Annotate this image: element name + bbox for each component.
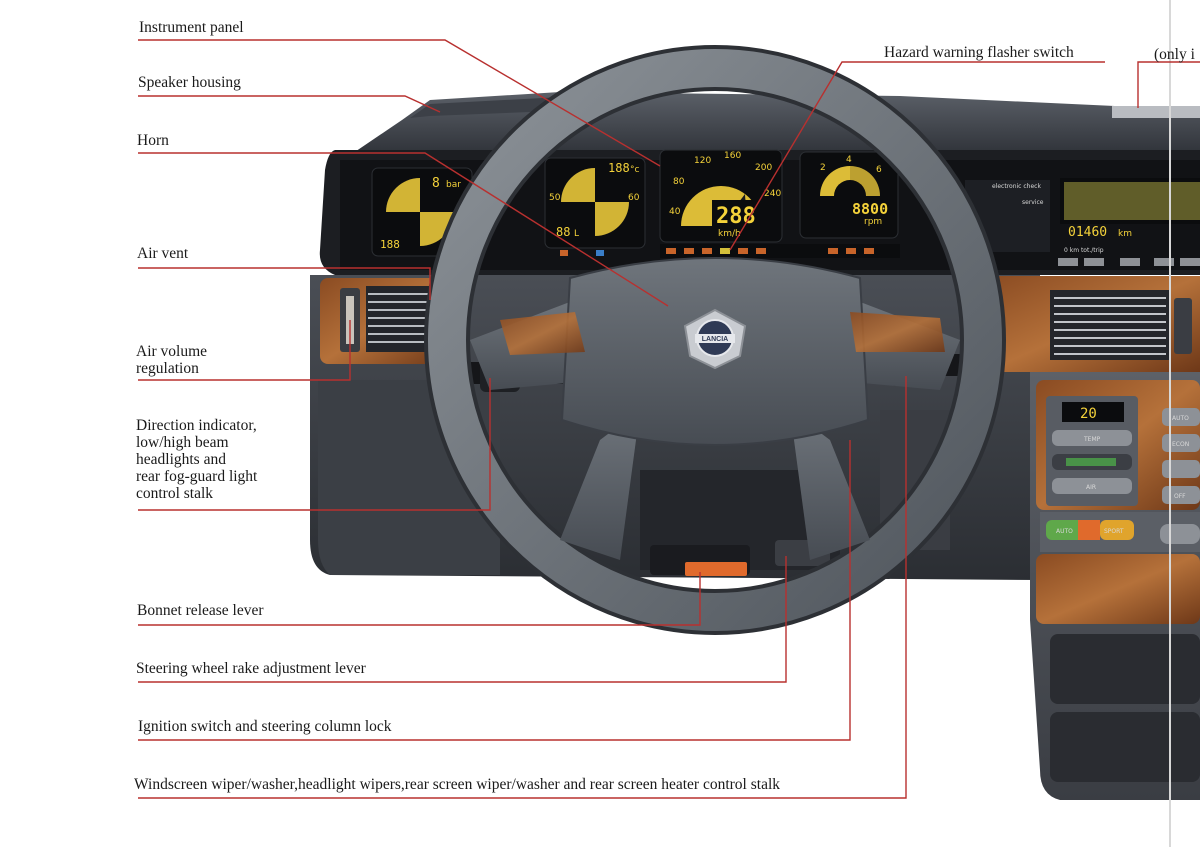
svg-text:8800: 8800 [852, 200, 888, 218]
label-air-volume-regulation: Air volume regulation [136, 343, 208, 377]
steering-wheel: LANCIA [424, 45, 1006, 635]
leader-speaker-housing [138, 95, 441, 113]
svg-text:rpm: rpm [864, 217, 882, 227]
svg-text:4: 4 [846, 155, 852, 165]
svg-text:service: service [1022, 199, 1044, 206]
svg-text:km: km [1118, 229, 1132, 239]
leader-direction-stalk [138, 378, 491, 511]
leader-wiper [138, 376, 907, 799]
svg-text:8: 8 [432, 176, 440, 191]
svg-text:288: 288 [716, 204, 756, 229]
leader-air-vent [138, 267, 431, 300]
center-console: 20 TEMP AIR AUTO ECON OFF AUTO SPORT [1030, 372, 1200, 800]
svg-text:ECON: ECON [1172, 441, 1189, 448]
leader-ignition [138, 440, 851, 741]
svg-text:km/h: km/h [718, 229, 741, 239]
svg-text:AUTO: AUTO [1172, 415, 1189, 422]
label-only-truncated: (only i [1154, 46, 1195, 63]
leader-air-volume [138, 320, 351, 381]
label-bonnet-release: Bonnet release lever [137, 602, 264, 619]
svg-text:40: 40 [669, 207, 681, 217]
leader-only [1137, 61, 1200, 108]
svg-text:188: 188 [608, 161, 630, 175]
lancia-badge: LANCIA [683, 308, 747, 370]
svg-text:6: 6 [876, 165, 882, 175]
svg-text:TEMP: TEMP [1083, 436, 1101, 443]
svg-text:88: 88 [556, 225, 570, 239]
right-air-vent [985, 276, 1200, 372]
hazard-switch-housing [1112, 106, 1200, 118]
label-wiper-stalk: Windscreen wiper/washer,headlight wipers… [134, 776, 781, 793]
leader-horn [138, 152, 669, 307]
svg-text:bar: bar [446, 180, 461, 190]
label-instrument-panel: Instrument panel [139, 19, 244, 36]
tachometer: 2 4 6 8800 rpm [799, 151, 899, 239]
svg-text:OFF: OFF [1174, 493, 1186, 500]
label-air-vent: Air vent [137, 245, 189, 262]
label-hazard-switch: Hazard warning flasher switch [884, 44, 1074, 61]
speedometer: 40 80 120 160 200 240 288 km/h [659, 149, 783, 243]
svg-text:80: 80 [673, 177, 685, 187]
check-panel: electronic check service 01460 km 0 km t… [965, 178, 1200, 266]
svg-text:LANCIA: LANCIA [702, 336, 728, 343]
leader-hazard [729, 61, 1105, 251]
leader-bonnet [138, 572, 701, 626]
svg-text:60: 60 [628, 193, 640, 203]
svg-text:0 km tot./trip: 0 km tot./trip [1064, 247, 1104, 254]
label-ignition-switch: Ignition switch and steering column lock [138, 718, 392, 735]
svg-text:AUTO: AUTO [1056, 528, 1073, 535]
svg-text:120: 120 [694, 156, 711, 166]
svg-text:20: 20 [1080, 406, 1097, 422]
svg-text:2: 2 [820, 163, 826, 173]
leader-rake [138, 556, 787, 683]
svg-text:°c: °c [630, 165, 640, 175]
svg-text:L: L [574, 229, 579, 239]
svg-text:electronic check: electronic check [992, 183, 1041, 190]
svg-text:50: 50 [549, 193, 561, 203]
svg-text:200: 200 [755, 163, 772, 173]
svg-text:AIR: AIR [1086, 484, 1096, 491]
svg-text:01460: 01460 [1068, 225, 1107, 240]
warning-lights-row [560, 244, 900, 258]
speaker-housing [410, 96, 580, 118]
svg-text:160: 160 [724, 151, 741, 161]
label-direction-indicator-stalk: Direction indicator, low/high beam headl… [136, 417, 258, 502]
svg-text:240: 240 [764, 189, 781, 199]
leader-instrument-panel [138, 39, 661, 167]
leader-lines [138, 39, 1200, 799]
gauge-pod-coolant-fuel: 188 °c 88 L 50 60 [544, 157, 646, 249]
svg-text:SPORT: SPORT [1104, 528, 1124, 535]
label-horn: Horn [137, 132, 169, 149]
label-rake-adjustment: Steering wheel rake adjustment lever [136, 660, 366, 677]
label-speaker-housing: Speaker housing [138, 74, 241, 91]
svg-text:188: 188 [380, 238, 400, 251]
